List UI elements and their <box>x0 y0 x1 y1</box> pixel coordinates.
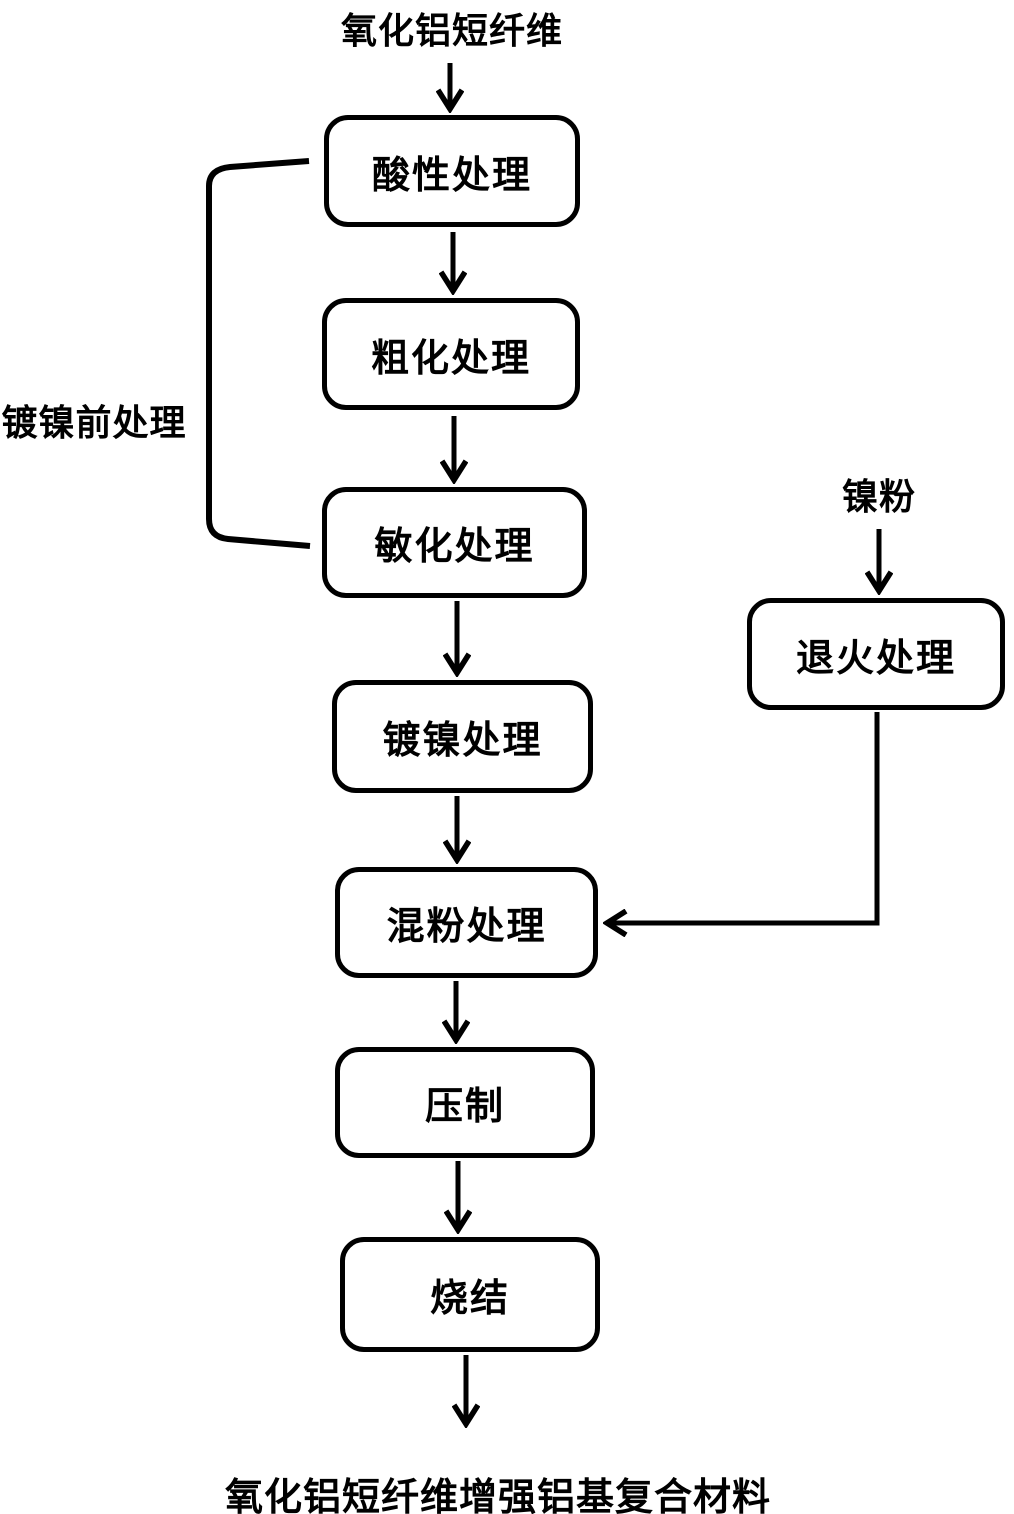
process-box-label: 混粉处理 <box>386 906 547 948</box>
process-box-sensitization-treatment: 敏化处理 <box>322 487 587 598</box>
process-box-nickel-plating-treatment: 镀镍处理 <box>332 680 593 793</box>
arrow-anneal-to-mix <box>607 712 880 923</box>
process-box-pressing: 压制 <box>335 1047 595 1158</box>
process-box-acid-treatment: 酸性处理 <box>324 115 580 227</box>
pre-plating-bracket <box>206 158 311 549</box>
process-box-label: 烧结 <box>429 1278 510 1320</box>
nickel-powder-label: 镍粉 <box>841 476 916 517</box>
process-box-sintering: 烧结 <box>340 1237 600 1352</box>
process-box-label: 镀镍处理 <box>382 720 543 762</box>
process-box-label: 酸性处理 <box>371 154 532 197</box>
process-box-annealing-treatment: 退火处理 <box>747 598 1005 710</box>
process-box-label: 压制 <box>424 1086 505 1128</box>
process-box-powder-mixing-treatment: 混粉处理 <box>335 867 598 978</box>
output-material-label: 氧化铝短纤维增强铝基复合材料 <box>225 1477 772 1514</box>
process-box-label: 敏化处理 <box>374 526 535 568</box>
process-box-label: 粗化处理 <box>370 337 531 380</box>
process-box-roughening-treatment: 粗化处理 <box>322 298 580 410</box>
pre-plating-group-label: 镀镍前处理 <box>1 402 187 443</box>
input-material-label: 氧化铝短纤维 <box>340 10 563 51</box>
process-box-label: 退火处理 <box>795 637 956 680</box>
